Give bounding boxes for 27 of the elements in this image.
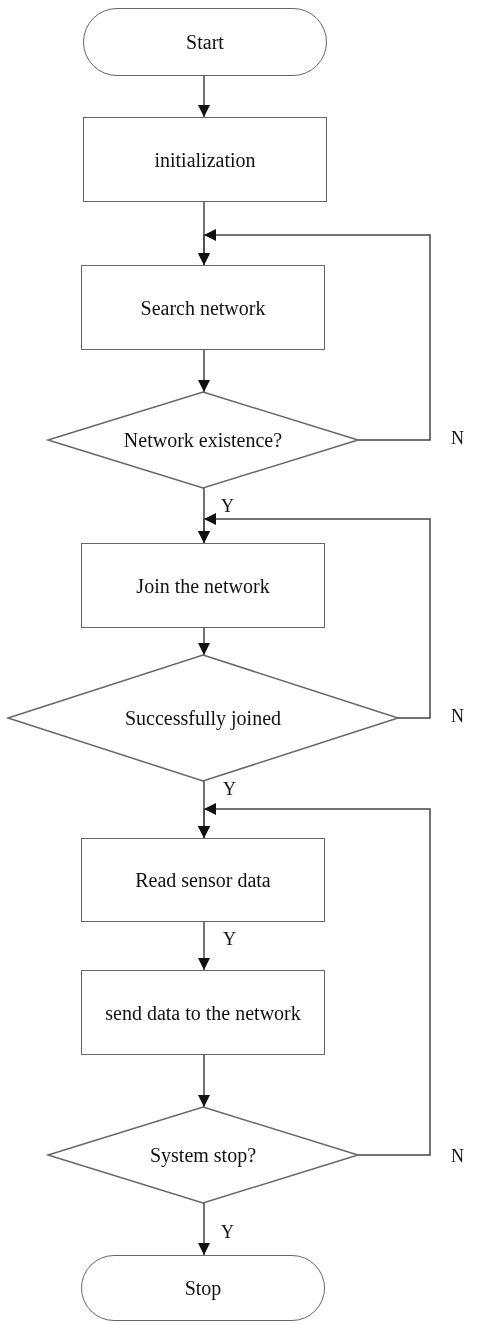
node-label: Read sensor data [134, 868, 272, 892]
arrow [198, 1054, 210, 1108]
decision-diamond [48, 1107, 358, 1203]
arrow [198, 627, 210, 656]
node-label: Start [185, 30, 225, 54]
arrow [198, 1202, 210, 1256]
node-label: Join the network [135, 573, 271, 598]
node-label: Successfully joined [123, 706, 283, 730]
arrow [198, 803, 431, 1156]
node-label: Network existence? [122, 428, 284, 452]
node-label: Search network [139, 295, 267, 320]
decision-diamond [8, 655, 398, 781]
decision-diamond [48, 392, 358, 488]
arrow [198, 75, 210, 118]
node-label: System stop? [148, 1143, 258, 1167]
process-box [81, 265, 325, 350]
process-box [81, 838, 325, 922]
node-label: Stop [183, 1276, 223, 1300]
arrow [198, 513, 431, 719]
process-box [81, 543, 325, 628]
process-box [81, 970, 325, 1055]
arrow [198, 921, 210, 971]
node-label: send data to the network [104, 1000, 302, 1025]
arrow [198, 229, 431, 441]
process-box [83, 117, 327, 202]
node-label: initialization [153, 147, 257, 172]
arrow [198, 349, 210, 393]
